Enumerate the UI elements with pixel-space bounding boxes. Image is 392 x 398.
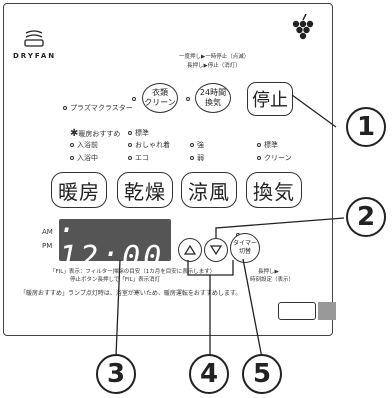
timer-switch-button[interactable]: タイマー 切替 [230,233,260,263]
dry-standard-label: 標準 [128,129,149,138]
during-bath-label: 入浴中 [70,154,98,163]
ventilation-24h-button[interactable]: 24時間 換気 [195,83,231,113]
timer-note-line2: 時刻設定（表示） [250,277,295,283]
stop-button[interactable]: 停止 [247,82,293,116]
timer-note-line1: 長押し▶ [258,269,279,275]
sun-icon: ✱ [70,128,79,139]
bottom-note: 「暖房おすすめ」ランプ点灯時は、浴室が寒いため、暖房運転をおすすめします。 [20,290,242,297]
heating-button[interactable]: 暖房 [51,172,107,208]
fil-note-line1: 「FIL」表示：フィルター掃除の目安（1カ月を目安に表示します） [50,269,216,275]
plasmacluster-grapes-icon [292,14,314,40]
pm-label: PM [42,242,53,250]
up-arrow-icon [184,245,196,255]
cool-weak-label: 弱 [190,154,204,163]
callout-4: 4 [189,354,229,394]
cool-strong-label: 強 [190,141,204,150]
ventilation-24h-indicator-dot [186,88,193,107]
up-button[interactable] [178,238,202,262]
callout-5: 5 [242,354,282,394]
plasma-cluster-label: プラズマクラスター [63,104,133,113]
cooling-button[interactable]: 涼風 [181,172,237,208]
accent-square [318,302,336,320]
fil-note-line2: 停止ボタン長押しで「FIL」表示消灯 [70,277,161,283]
ventilation-button[interactable]: 換気 [246,172,302,208]
sensor-window [278,302,316,320]
vent-standard-label: 標準 [257,141,278,150]
heating-recommend-label: ✱暖房おすすめ [70,128,121,139]
remote-panel: DRYFAN 一度押し▶一時停止（点滅） 長押し▶停止（消灯） 衣類 クリーン … [3,3,336,336]
brand-name: DRYFAN [13,52,57,60]
drying-button[interactable]: 乾燥 [117,172,173,208]
callout-2: 2 [346,197,386,237]
down-arrow-icon [210,245,222,255]
plasma-indicator-dot [63,106,67,110]
callout-3: 3 [96,354,136,394]
clothes-clean-button[interactable]: 衣類 クリーン [142,83,178,113]
stop-instruction-line1: 一度押し▶一時停止（点滅） [179,54,250,60]
vent-clean-label: クリーン [257,154,292,163]
callout-1: 1 [346,107,386,147]
am-label: AM [42,228,53,236]
clothes-indicator-dot [132,88,139,107]
before-bath-label: 入浴前 [70,141,98,150]
stop-instruction-line2: 長押し▶停止（消灯） [187,63,241,69]
dry-stylish-label: おしゃれ着 [128,141,170,150]
dryfan-logo-icon [24,30,44,47]
dry-eco-label: エコ [128,154,149,163]
down-button[interactable] [204,238,228,262]
